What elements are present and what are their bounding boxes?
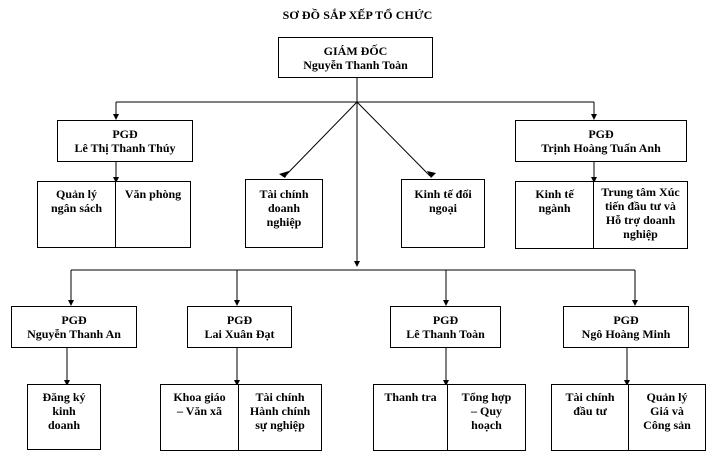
- arrowhead-direct-unit-2: [427, 171, 436, 178]
- unit-dang-ky-kinh-doanh-line-3: doanh: [47, 418, 80, 432]
- arrowhead-bottom-units-4: [624, 380, 630, 386]
- arrowhead-main-trunk: [354, 261, 360, 267]
- units-box-thuy: Quản lý ngân sách Văn phòng: [37, 181, 191, 248]
- arrowhead-right-pgd: [591, 114, 597, 120]
- pgd-thuy-name: Lê Thị Thanh Thúy: [74, 141, 176, 155]
- pgd-xuan-dat-name: Lai Xuân Đạt: [204, 327, 275, 341]
- pgd-box-tuan-anh: PGĐ Trịnh Hoàng Tuấn Anh: [515, 120, 687, 162]
- pgd-hoang-minh-role: PGĐ: [613, 313, 639, 327]
- unit-tong-hop-quy-hoach-line-2: – Quy: [470, 404, 502, 418]
- unit-dang-ky-kinh-doanh-line-1: Đăng ký: [42, 390, 86, 404]
- unit-tai-chinh-dau-tu: Tài chính đầu tư: [552, 385, 628, 450]
- pgd-box-xuan-dat: PGĐ Lai Xuân Đạt: [187, 306, 292, 348]
- unit-tai-chinh-hanh-chinh-line-2: Hành chính: [249, 404, 311, 418]
- arrowhead-direct-unit-1: [279, 171, 289, 178]
- units-box-hoang-minh: Tài chính đầu tư Quản lý Giá và Công sản: [551, 384, 706, 451]
- unit-kinh-te-doi-ngoai: Kinh tế đối ngoại: [401, 179, 485, 248]
- units-box-tuan-anh: Kinh tế ngành Trung tâm Xúc tiến đầu tư …: [515, 181, 688, 249]
- unit-quan-ly-ngan-sach: Quản lý ngân sách: [38, 182, 115, 247]
- unit-dang-ky-kinh-doanh: Đăng ký kinh doanh: [27, 384, 101, 450]
- unit-tai-chinh-doanh-nghiep-line-2: doanh: [267, 201, 301, 215]
- unit-quan-ly-gia-cong-san-line-3: Công sản: [643, 418, 691, 432]
- unit-tong-hop-quy-hoach: Tổng hợp – Quy hoạch: [447, 385, 525, 450]
- unit-van-phong-line-1: Văn phòng: [124, 187, 182, 201]
- unit-quan-ly-ngan-sach-line-2: ngân sách: [50, 201, 103, 215]
- unit-thanh-tra: Thanh tra: [374, 385, 447, 450]
- units-box-le-thanh-toan: Thanh tra Tổng hợp – Quy hoạch: [373, 384, 526, 451]
- arrowhead-bottom-units-2: [234, 380, 240, 386]
- pgd-le-thanh-toan-name: Lê Thanh Toàn: [406, 327, 485, 341]
- pgd-thuy-role: PGĐ: [112, 127, 138, 141]
- chart-title: SƠ ĐỒ SẮP XẾP TỔ CHỨC: [282, 8, 433, 22]
- unit-khoa-giao-van-xa: Khoa giáo – Văn xã: [161, 385, 238, 450]
- unit-tai-chinh-hanh-chinh-line-3: sự nghiệp: [255, 418, 305, 432]
- connector-direct-unit-1: [284, 101, 358, 177]
- unit-tai-chinh-hanh-chinh: Tài chính Hành chính sự nghiệp: [238, 385, 321, 450]
- arrowhead-bottom-units-3: [443, 380, 449, 386]
- unit-khoa-giao-van-xa-line-1: Khoa giáo: [173, 390, 226, 404]
- unit-tong-hop-quy-hoach-line-3: hoạch: [471, 418, 502, 432]
- unit-trung-tam-xuc-tien: Trung tâm Xúc tiến đầu tư và Hỗ trợ doan…: [593, 182, 687, 248]
- director-box: GIÁM ĐỐC Nguyễn Thanh Toàn: [278, 37, 433, 78]
- connector-direct-unit-2: [356, 101, 431, 177]
- arrowhead-left-pgd: [113, 114, 119, 120]
- unit-quan-ly-gia-cong-san-line-2: Giá và: [650, 404, 684, 418]
- pgd-hoang-minh-name: Ngô Hoàng Minh: [581, 327, 671, 341]
- unit-trung-tam-xuc-tien-line-1: Trung tâm Xúc: [601, 185, 680, 199]
- units-box-xuan-dat: Khoa giáo – Văn xã Tài chính Hành chính …: [160, 384, 322, 451]
- unit-kinh-te-doi-ngoai-line-1: Kinh tế đối: [414, 187, 472, 201]
- pgd-box-hoang-minh: PGĐ Ngô Hoàng Minh: [563, 306, 689, 348]
- unit-tai-chinh-doanh-nghiep: Tài chính doanh nghiệp: [245, 179, 323, 248]
- arrowhead-right-units: [591, 177, 597, 183]
- unit-dang-ky-kinh-doanh-line-2: kinh: [52, 404, 76, 418]
- pgd-box-le-thanh-toan: PGĐ Lê Thanh Toàn: [390, 306, 501, 348]
- unit-tai-chinh-dau-tu-line-2: đầu tư: [573, 404, 607, 418]
- pgd-xuan-dat-role: PGĐ: [226, 313, 253, 327]
- arrowhead-bottom-pgd-3: [443, 300, 449, 306]
- arrowhead-bottom-units-1: [64, 380, 70, 386]
- unit-kinh-te-doi-ngoai-line-2: ngoại: [428, 201, 457, 215]
- unit-tai-chinh-doanh-nghiep-line-3: nghiệp: [266, 215, 302, 229]
- arrowhead-bottom-pgd-4: [632, 300, 638, 306]
- unit-tong-hop-quy-hoach-line-1: Tổng hợp: [461, 390, 512, 404]
- pgd-box-thuy: PGĐ Lê Thị Thanh Thúy: [57, 120, 193, 162]
- pgd-thanh-an-name: Nguyễn Thanh An: [27, 327, 121, 341]
- unit-kinh-te-nganh: Kinh tế ngành: [516, 182, 593, 248]
- unit-tai-chinh-hanh-chinh-line-1: Tài chính: [255, 390, 305, 404]
- pgd-tuan-anh-name: Trịnh Hoàng Tuấn Anh: [541, 141, 661, 155]
- unit-trung-tam-xuc-tien-line-4: nghiệp: [623, 227, 658, 241]
- pgd-tuan-anh-role: PGĐ: [588, 127, 614, 141]
- pgd-box-thanh-an: PGĐ Nguyễn Thanh An: [11, 306, 137, 348]
- pgd-le-thanh-toan-role: PGĐ: [432, 313, 459, 327]
- arrowhead-bottom-pgd-2: [234, 300, 240, 306]
- unit-khoa-giao-van-xa-line-2: – Văn xã: [176, 404, 223, 418]
- director-role: GIÁM ĐỐC: [323, 43, 388, 58]
- unit-quan-ly-gia-cong-san: Quản lý Giá và Công sản: [628, 385, 705, 450]
- unit-quan-ly-gia-cong-san-line-1: Quản lý: [646, 390, 688, 404]
- director-name: Nguyễn Thanh Toàn: [303, 57, 408, 72]
- unit-van-phong: Văn phòng: [115, 182, 190, 247]
- unit-thanh-tra-line-1: Thanh tra: [384, 390, 437, 404]
- unit-tai-chinh-dau-tu-line-1: Tài chính: [565, 390, 615, 404]
- pgd-thanh-an-role: PGĐ: [61, 313, 87, 327]
- unit-kinh-te-nganh-line-1: Kinh tế: [535, 187, 574, 201]
- unit-kinh-te-nganh-line-2: ngành: [538, 201, 571, 215]
- arrowhead-bottom-pgd-1: [68, 300, 74, 306]
- unit-tai-chinh-doanh-nghiep-line-1: Tài chính: [259, 187, 309, 201]
- unit-trung-tam-xuc-tien-line-2: tiến đầu tư và: [605, 199, 676, 213]
- unit-quan-ly-ngan-sach-line-1: Quản lý: [55, 187, 97, 201]
- unit-trung-tam-xuc-tien-line-3: Hỗ trợ doanh: [605, 213, 676, 227]
- arrowhead-left-units: [113, 177, 119, 183]
